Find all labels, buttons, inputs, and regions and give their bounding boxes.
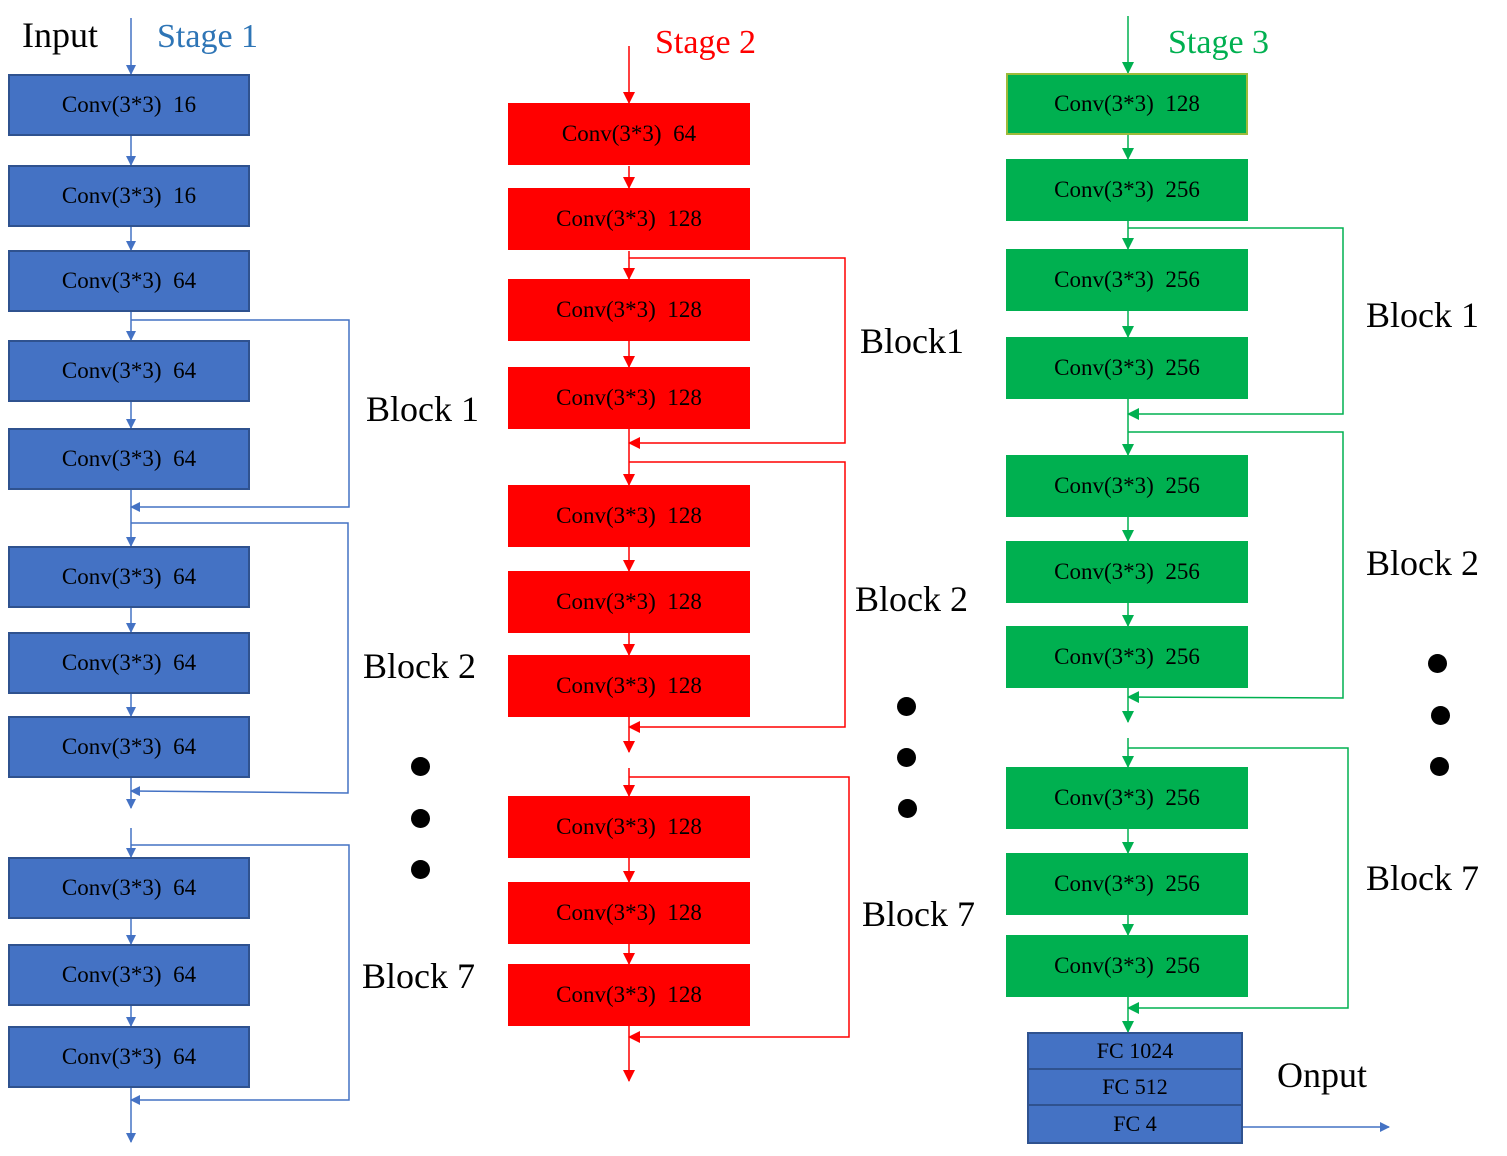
stage-2-layer: Conv(3*3) 128: [508, 367, 750, 429]
ellipsis-dot: [411, 757, 430, 776]
stage-2-title: Stage 2: [655, 24, 757, 61]
stage-1-layer: Conv(3*3) 64: [8, 632, 250, 694]
fc-layer: FC 1024: [1029, 1034, 1241, 1070]
fc-layer: FC 4: [1113, 1111, 1157, 1136]
output-label: Onput: [1277, 1055, 1367, 1095]
stage-3-layer: Conv(3*3) 256: [1006, 626, 1248, 688]
stage-2-layer: Conv(3*3) 128: [508, 964, 750, 1026]
stage-1-layer: Conv(3*3) 64: [8, 944, 250, 1006]
ellipsis-dot: [411, 860, 430, 879]
stage-1-block-label: Block 2: [363, 646, 476, 686]
stage-2-layer: Conv(3*3) 128: [508, 571, 750, 633]
stage-3-layer: Conv(3*3) 256: [1006, 337, 1248, 399]
stage-3-layer: Conv(3*3) 256: [1006, 249, 1248, 311]
stage-2-layer: Conv(3*3) 64: [508, 103, 750, 165]
stage-3-block-label: Block 7: [1366, 858, 1479, 898]
input-label: Input: [22, 15, 98, 55]
stage-2-layer: Conv(3*3) 128: [508, 279, 750, 341]
stage-3-layer: Conv(3*3) 256: [1006, 541, 1248, 603]
ellipsis-dot: [411, 809, 430, 828]
ellipsis-dot: [898, 799, 917, 818]
stage-2-layer: Conv(3*3) 128: [508, 485, 750, 547]
fc-layers-box: FC 1024 FC 512 FC 4: [1027, 1032, 1243, 1144]
stage-1-block-label: Block 1: [366, 389, 479, 429]
stage-2-layer: Conv(3*3) 128: [508, 188, 750, 250]
stage-2-layer: Conv(3*3) 128: [508, 882, 750, 944]
stage-2-block-label: Block 2: [855, 579, 968, 619]
stage-1-block-label: Block 7: [362, 956, 475, 996]
stage-2-block-label: Block 7: [862, 894, 975, 934]
stage-2-layer: Conv(3*3) 128: [508, 796, 750, 858]
stage-3-layer: Conv(3*3) 256: [1006, 935, 1248, 997]
fc-layer: FC 512: [1029, 1070, 1241, 1106]
ellipsis-dot: [1430, 757, 1449, 776]
stage-1-layer: Conv(3*3) 16: [8, 165, 250, 227]
stage-3-layer: Conv(3*3) 256: [1006, 455, 1248, 517]
ellipsis-dot: [897, 697, 916, 716]
stage-3-layer: Conv(3*3) 256: [1006, 159, 1248, 221]
stage-1-layer: Conv(3*3) 64: [8, 857, 250, 919]
ellipsis-dot: [1431, 706, 1450, 725]
stage-2-block-label: Block1: [860, 321, 964, 361]
stage-3-block-label: Block 1: [1366, 295, 1479, 335]
stage-3-layer: Conv(3*3) 256: [1006, 853, 1248, 915]
stage-3-layer: Conv(3*3) 128: [1006, 73, 1248, 135]
stage-1-layer: Conv(3*3) 64: [8, 250, 250, 312]
stage-3-block-label: Block 2: [1366, 543, 1479, 583]
stage-3-layer: Conv(3*3) 256: [1006, 767, 1248, 829]
stage-1-layer: Conv(3*3) 64: [8, 1026, 250, 1088]
stage-1-layer: Conv(3*3) 16: [8, 74, 250, 136]
stage-1-title: Stage 1: [157, 18, 259, 55]
stage-1-layer: Conv(3*3) 64: [8, 428, 250, 490]
stage-3-title: Stage 3: [1168, 24, 1270, 61]
ellipsis-dot: [1428, 654, 1447, 673]
stage-1-layer: Conv(3*3) 64: [8, 546, 250, 608]
stage-1-layer: Conv(3*3) 64: [8, 340, 250, 402]
ellipsis-dot: [897, 748, 916, 767]
stage-2-layer: Conv(3*3) 128: [508, 655, 750, 717]
stage-1-layer: Conv(3*3) 64: [8, 716, 250, 778]
